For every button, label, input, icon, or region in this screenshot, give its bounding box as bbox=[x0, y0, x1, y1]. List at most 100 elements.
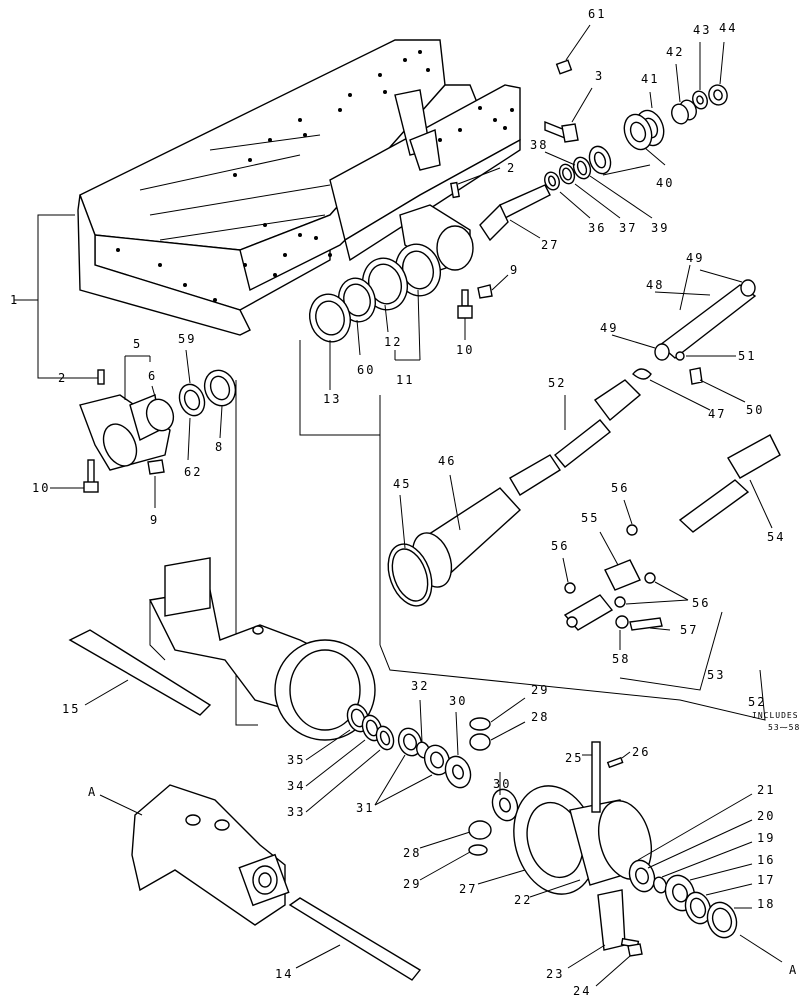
washers-56 bbox=[562, 499, 689, 608]
bushing-49 bbox=[611, 334, 670, 361]
callout-23: 23 bbox=[546, 967, 564, 981]
shaft-54 bbox=[678, 434, 781, 533]
callout-52b: 52 bbox=[748, 695, 766, 709]
callout-60: 60 bbox=[357, 363, 375, 377]
callout-20: 20 bbox=[757, 809, 775, 823]
roll-pin-26 bbox=[606, 751, 631, 769]
callout-39: 39 bbox=[651, 221, 669, 235]
callout-25: 25 bbox=[565, 751, 583, 765]
reference-refA2: A bbox=[789, 963, 797, 977]
callout-47: 47 bbox=[708, 407, 726, 421]
bolt-24 bbox=[595, 937, 643, 987]
callout-26: 26 bbox=[632, 745, 650, 759]
callout-57: 57 bbox=[680, 623, 698, 637]
callout-41: 41 bbox=[641, 72, 659, 86]
axle-housing bbox=[148, 557, 376, 741]
callout-48: 48 bbox=[646, 278, 664, 292]
callout-22: 22 bbox=[514, 893, 532, 907]
gear-28-29-bottom bbox=[419, 820, 492, 881]
callout-24: 24 bbox=[573, 984, 591, 998]
pin-2-top bbox=[450, 167, 501, 199]
callout-10b: 10 bbox=[32, 481, 50, 495]
callout-9b: 9 bbox=[150, 513, 159, 527]
nut-44 bbox=[708, 41, 728, 106]
bolt-57 bbox=[629, 617, 671, 631]
side-gear-30a bbox=[444, 711, 472, 789]
callout-3: 3 bbox=[595, 69, 604, 83]
pivot-bracket-5 bbox=[79, 355, 171, 471]
callout-43: 43 bbox=[693, 23, 711, 37]
callout-59: 59 bbox=[178, 332, 196, 346]
callout-11: 11 bbox=[396, 373, 414, 387]
fitting-9-left bbox=[147, 459, 165, 508]
callout-18: 18 bbox=[757, 897, 775, 911]
fitting-9-top bbox=[477, 274, 509, 299]
shaft-48 bbox=[654, 264, 757, 359]
side-gear-30b bbox=[491, 772, 519, 822]
callout-38: 38 bbox=[530, 138, 548, 152]
callout-35: 35 bbox=[287, 753, 305, 767]
ref-a-arrow-right bbox=[739, 934, 783, 963]
callout-10a: 10 bbox=[456, 343, 474, 357]
axle-tube-housing-A bbox=[99, 784, 290, 926]
callout-31: 31 bbox=[356, 801, 374, 815]
fitting-50 bbox=[689, 367, 746, 403]
callout-54: 54 bbox=[767, 530, 785, 544]
callout-61: 61 bbox=[588, 7, 606, 21]
includes-note-line2: 53⁓58 bbox=[768, 723, 800, 732]
gear-28-29-top bbox=[469, 697, 526, 751]
callout-5: 5 bbox=[133, 337, 142, 351]
ring-gear-27 bbox=[477, 785, 597, 895]
cross-55 bbox=[599, 531, 641, 591]
callout-21: 21 bbox=[757, 783, 775, 797]
callout-34: 34 bbox=[287, 779, 305, 793]
cross-pin-25 bbox=[582, 741, 601, 813]
seals-36-40 bbox=[544, 145, 666, 219]
bushing-6 bbox=[145, 385, 175, 432]
pinion-shaft-27 bbox=[479, 184, 551, 242]
clamp-45 bbox=[387, 494, 433, 607]
bolt-61 bbox=[555, 24, 591, 75]
washer-51 bbox=[675, 351, 736, 361]
callout-9a: 9 bbox=[510, 263, 519, 277]
callout-49b: 49 bbox=[600, 321, 618, 335]
callout-56a: 56 bbox=[611, 481, 629, 495]
callout-30b: 30 bbox=[493, 777, 511, 791]
bolt-10-top bbox=[457, 289, 473, 340]
callout-62: 62 bbox=[184, 465, 202, 479]
callout-36: 36 bbox=[588, 221, 606, 235]
callout-2b: 2 bbox=[58, 371, 67, 385]
callout-17: 17 bbox=[757, 873, 775, 887]
callout-13: 13 bbox=[323, 392, 341, 406]
callout-8: 8 bbox=[215, 440, 224, 454]
nut-58 bbox=[615, 615, 629, 650]
callout-27a: 27 bbox=[541, 238, 559, 252]
callout-27b: 27 bbox=[459, 882, 477, 896]
callout-40: 40 bbox=[656, 176, 674, 190]
clip-47 bbox=[632, 368, 711, 411]
callout-53: 53 bbox=[707, 668, 725, 682]
callout-12: 12 bbox=[384, 335, 402, 349]
yoke bbox=[563, 594, 614, 631]
callout-1-bracket bbox=[14, 214, 80, 379]
callout-33: 33 bbox=[287, 805, 305, 819]
callout-45: 45 bbox=[393, 477, 411, 491]
reference-refA1: A bbox=[88, 785, 96, 799]
callout-37: 37 bbox=[619, 221, 637, 235]
callout-42: 42 bbox=[666, 45, 684, 59]
callout-16: 16 bbox=[757, 853, 775, 867]
callout-28a: 28 bbox=[531, 710, 549, 724]
callout-2a: 2 bbox=[507, 161, 516, 175]
callout-6: 6 bbox=[148, 369, 157, 383]
sleeves-11-13 bbox=[309, 243, 441, 390]
callout-53-52-lines bbox=[379, 611, 766, 721]
callout-51: 51 bbox=[738, 349, 756, 363]
callout-44: 44 bbox=[719, 21, 737, 35]
bearings-16-21 bbox=[628, 793, 753, 939]
bolt-3 bbox=[544, 87, 593, 143]
callout-32: 32 bbox=[411, 679, 429, 693]
callout-15: 15 bbox=[62, 702, 80, 716]
bearing-31-32 bbox=[374, 699, 451, 806]
